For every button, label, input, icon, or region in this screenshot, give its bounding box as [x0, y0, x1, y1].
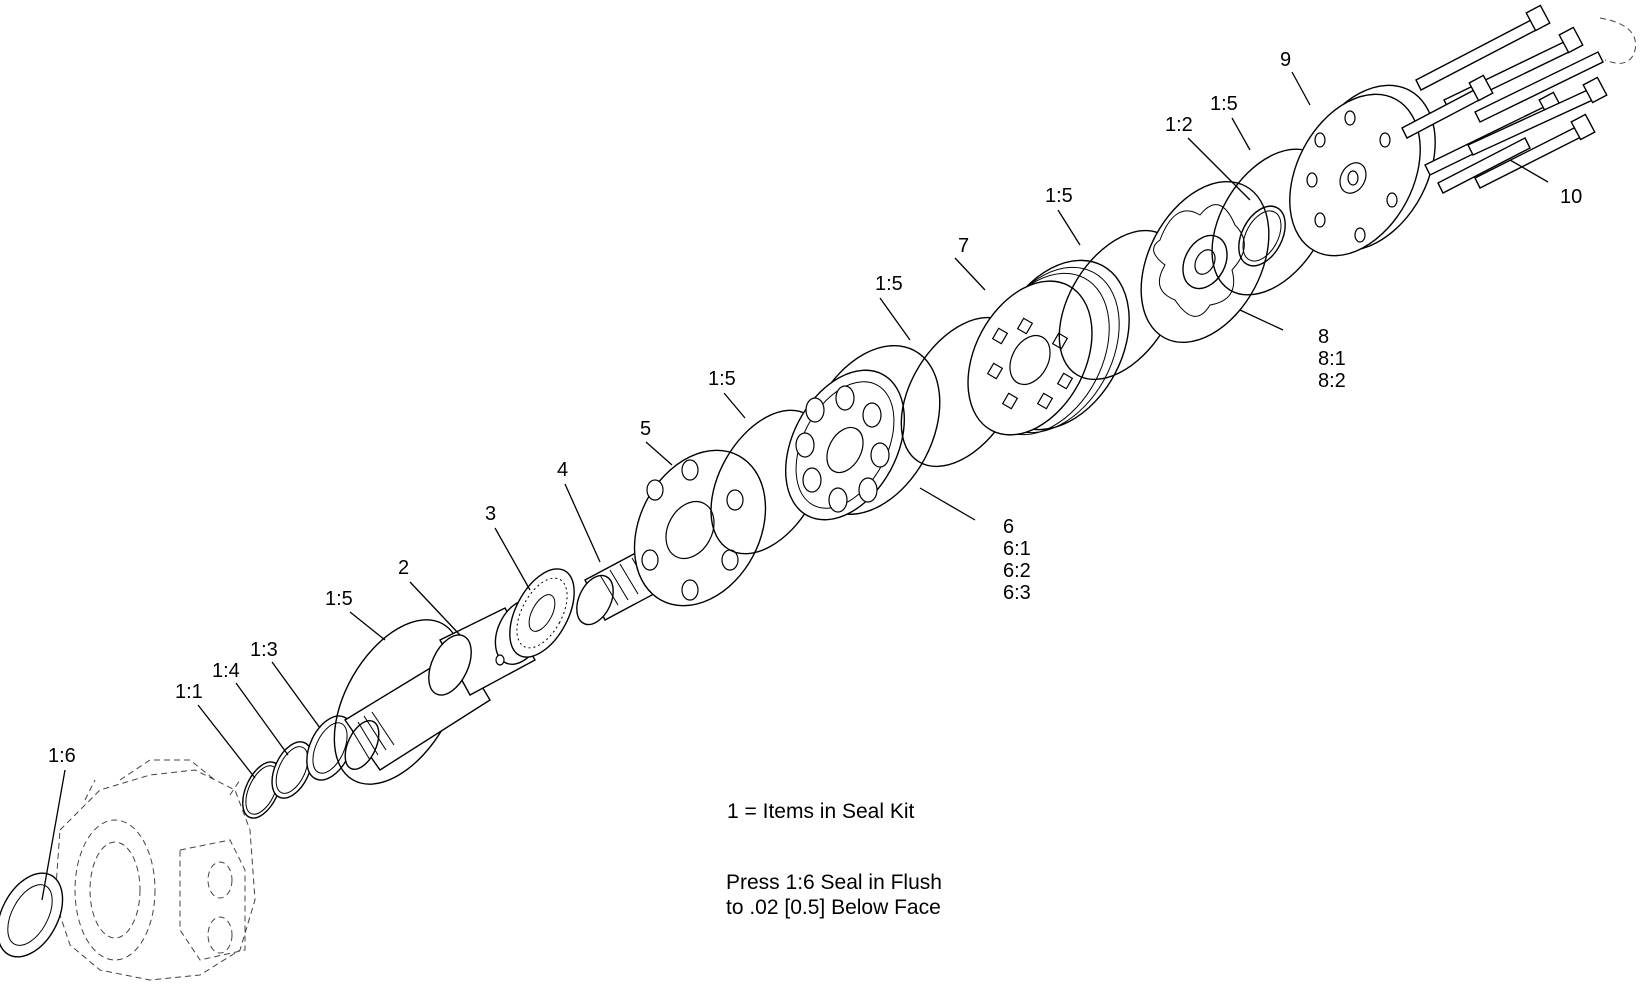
- callout-10: 10: [1560, 186, 1582, 208]
- ring-1-4: [271, 741, 313, 799]
- callout-1-5-a: 1:5: [325, 588, 353, 610]
- callout-labels: 1:6 1:1 1:4 1:3 1:5 2 3 4 5 1:5 6 6:1 6:…: [48, 49, 1582, 767]
- seal-1-2: [1238, 205, 1286, 267]
- callout-1-4: 1:4: [212, 660, 240, 682]
- callout-8: 8: [1318, 326, 1329, 348]
- callout-6-1: 6:1: [1003, 538, 1031, 560]
- bearing-3: [509, 568, 575, 658]
- callout-1-3: 1:3: [250, 639, 278, 661]
- callout-9: 9: [1280, 49, 1291, 71]
- callout-4: 4: [557, 459, 568, 481]
- callout-7: 7: [958, 235, 969, 257]
- callout-8-2: 8:2: [1318, 370, 1346, 392]
- bolts-10: [1401, 4, 1637, 194]
- valve-7: [967, 259, 1130, 436]
- callout-2: 2: [398, 557, 409, 579]
- ring-1-3: [306, 715, 354, 781]
- callout-6: 6: [1003, 516, 1014, 538]
- callout-1-5-e: 1:5: [1210, 93, 1238, 115]
- callout-1-5-c: 1:5: [875, 273, 903, 295]
- seal-1-6: [0, 872, 64, 958]
- note-press-line-2: to .02 [0.5] Below Face: [726, 896, 941, 919]
- callout-1-2: 1:2: [1165, 114, 1193, 136]
- plate-8: [1140, 180, 1270, 344]
- callout-1-5-d: 1:5: [1045, 185, 1073, 207]
- motor-housing: [54, 759, 256, 981]
- plate-5: [633, 449, 767, 607]
- callout-6-2: 6:2: [1003, 560, 1031, 582]
- callout-1-1: 1:1: [175, 681, 203, 703]
- note-seal-kit: 1 = Items in Seal Kit: [727, 800, 915, 823]
- callout-5: 5: [640, 418, 651, 440]
- leader-lines: [41, 71, 1549, 901]
- callout-3: 3: [485, 503, 496, 525]
- callout-8-1: 8:1: [1318, 348, 1346, 370]
- ring-1-1: [242, 761, 282, 819]
- note-press-line-1: Press 1:6 Seal in Flush: [726, 871, 942, 894]
- end-cap-9: [1289, 84, 1436, 257]
- callout-6-3: 6:3: [1003, 582, 1031, 604]
- diagram-notes: 1 = Items in Seal Kit Press 1:6 Seal in …: [726, 800, 942, 919]
- gerotor-6: [784, 344, 941, 521]
- callout-1-5-b: 1:5: [708, 368, 736, 390]
- callout-1-6: 1:6: [48, 745, 76, 767]
